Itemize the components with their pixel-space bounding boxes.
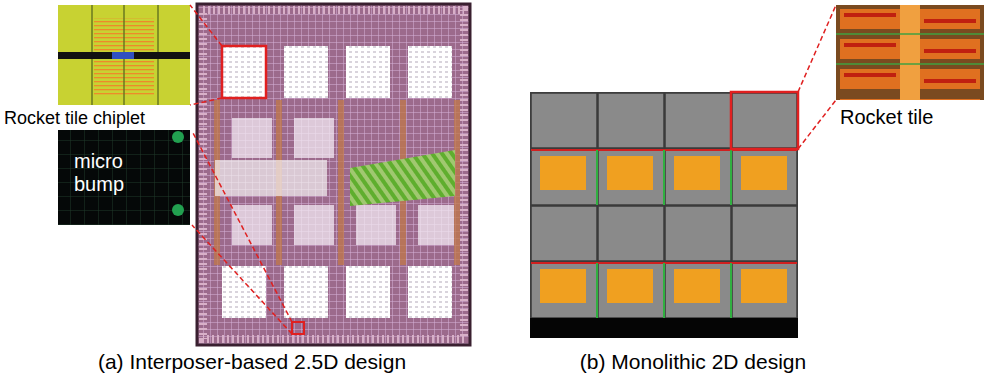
routing-bars <box>214 100 460 265</box>
chiplet-tile <box>222 266 266 318</box>
chiplet-tile <box>408 266 452 318</box>
cell <box>732 262 797 318</box>
routing-bar <box>338 100 344 265</box>
cell <box>531 149 597 205</box>
micro-bump-dot <box>172 131 184 143</box>
bump-inset <box>58 130 190 225</box>
chiplet-tile <box>346 266 390 318</box>
interposer-layout <box>197 4 470 345</box>
cell <box>665 262 731 318</box>
micro-bump-dot <box>172 204 184 216</box>
zoom-box <box>292 322 304 334</box>
cell <box>732 149 797 205</box>
tile-block <box>741 156 787 190</box>
tile-inset <box>836 5 984 100</box>
link-wires <box>350 150 455 206</box>
chiplet-tile <box>222 46 266 98</box>
cell <box>598 206 664 261</box>
leader-line <box>190 98 222 105</box>
cell <box>531 262 597 318</box>
cell <box>531 93 597 148</box>
bump-inset-box: micro bump <box>58 130 190 225</box>
io-bar <box>530 318 798 338</box>
chiplet-tile <box>284 266 328 318</box>
chiplet-tile <box>294 205 334 245</box>
tile-block <box>607 269 653 303</box>
tile-block <box>674 156 720 190</box>
io-region <box>215 160 327 196</box>
chiplet-tile <box>408 46 452 98</box>
leader-line <box>798 100 836 149</box>
inset-label: Rocket tile chiplet <box>2 108 147 129</box>
inset-label: micro bump <box>72 150 168 196</box>
interposer-substrate <box>197 4 470 345</box>
tile-block <box>674 269 720 303</box>
chiplet-tile <box>232 205 272 245</box>
zoom-leaders <box>190 5 836 334</box>
chiplet-tile <box>232 118 272 158</box>
die <box>530 92 798 338</box>
leader-line <box>190 5 222 46</box>
chiplet-tile <box>418 205 454 245</box>
tile-block <box>540 156 586 190</box>
cell <box>732 206 797 261</box>
tile-block <box>607 156 653 190</box>
chiplet-tile <box>356 205 396 245</box>
inset-label: Rocket tile <box>838 106 935 129</box>
inset-ground <box>58 5 190 105</box>
chiplet-tile <box>284 46 328 98</box>
zoom-box <box>222 46 266 98</box>
cell <box>665 93 731 148</box>
tile-block <box>540 269 586 303</box>
chiplet-inset <box>58 5 190 105</box>
leader-line <box>192 131 292 322</box>
leader-line <box>192 225 292 334</box>
figure-caption: (b) Monolithic 2D design <box>443 350 943 374</box>
power-rail-segment <box>112 52 134 59</box>
power-rail <box>58 52 190 59</box>
cell <box>665 149 731 205</box>
grey-cells <box>531 93 797 318</box>
cell <box>598 149 664 205</box>
center-strip <box>900 5 920 100</box>
cell <box>732 93 797 148</box>
tile-block <box>741 269 787 303</box>
bump-ring <box>203 10 464 339</box>
chiplet-tile <box>346 46 390 98</box>
monolithic-layout <box>530 92 798 338</box>
cell <box>665 206 731 261</box>
tile-inset-box: Rocket tile <box>836 5 984 100</box>
green-wires <box>836 34 984 64</box>
leader-line <box>798 5 836 92</box>
figure-caption: (a) Interposer-based 2.5D design <box>2 350 502 374</box>
chiplet-inset-box: Rocket tile chiplet <box>58 5 190 105</box>
zoom-box <box>731 92 798 149</box>
cell <box>598 262 664 318</box>
inset-ground <box>58 130 190 225</box>
chiplet-tile <box>294 118 334 158</box>
green-wires <box>597 150 731 318</box>
cell <box>531 206 597 261</box>
cell <box>598 93 664 148</box>
inset-ground <box>836 5 984 100</box>
